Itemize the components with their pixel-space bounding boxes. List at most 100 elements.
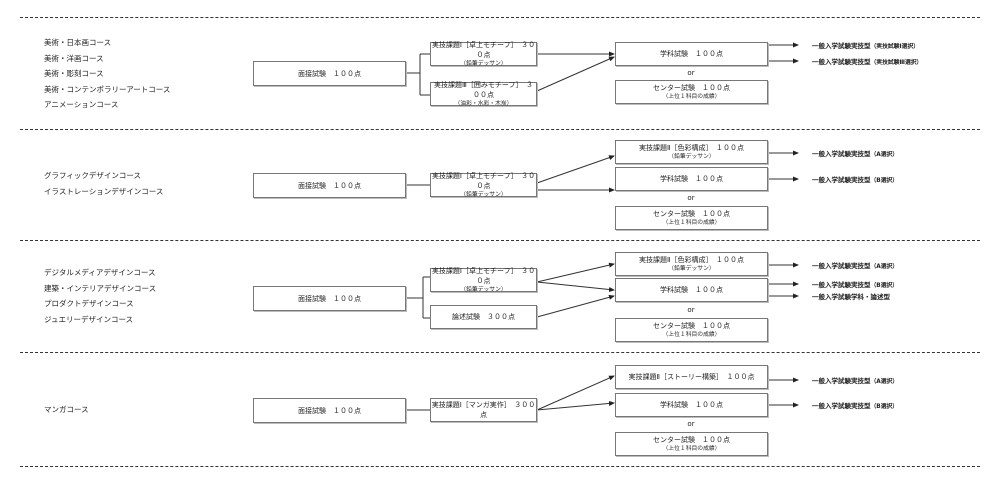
box-title: 実技課題Ⅰ［卓上モチーフ］ ３００点 <box>431 41 536 59</box>
interview-exam-box: 面接試験 １００点 <box>253 286 406 311</box>
center-exam-box: センター試験 １００点 （上位１科目の成績） <box>615 432 768 456</box>
box-title: 学科試験 １００点 <box>660 286 723 294</box>
course-name: ジュエリーデザインコース <box>44 314 134 324</box>
course-list: 美術・日本画コース 美術・洋画コース 美術・彫刻コース 美術・コンテンポラリーア… <box>44 35 170 113</box>
course-name: プロダクトデザインコース <box>44 299 134 308</box>
or-label: or <box>687 194 695 202</box>
result-main: 一般入学試験実技型 <box>812 402 871 410</box>
arrow-stage2-stage3 <box>536 400 615 411</box>
practical-exam-box: 実技課題Ⅱ［色彩構成］ １００点 （鉛筆デッサン） <box>615 252 768 276</box>
result-main: 一般入学試験実技型 <box>812 150 871 158</box>
result-main: 一般入学試験実技型 <box>812 176 871 184</box>
academic-exam-box: 学科試験 １００点 <box>615 393 768 417</box>
result-label: 一般入学試験実技型（B選択） <box>812 279 898 289</box>
box-title: 実技課題Ⅰ［卓上モチーフ］ ３００点 <box>431 172 536 190</box>
result-label: 一般入学試験実技型（A選択） <box>812 260 898 270</box>
section-divider <box>20 352 980 353</box>
arrow-stage2-stage3 <box>536 262 615 283</box>
result-main: 一般入学試験実技型 <box>812 262 871 270</box>
box-title: 面接試験 １００点 <box>298 406 361 415</box>
section-divider <box>20 240 980 241</box>
box-title: 実技課題Ⅰ［マンガ実作］ ３００点 <box>431 401 536 419</box>
course-name: 美術・洋画コース <box>44 53 104 63</box>
result-paren: （A選択） <box>870 152 899 158</box>
course-list: デジタルメディアデザインコース 建築・インテリアデザインコース プロダクトデザイ… <box>44 265 156 327</box>
box-subtitle: （鉛筆デッサン） <box>668 266 715 272</box>
course-name: 美術・彫刻コース <box>44 69 104 78</box>
or-label: or <box>687 306 695 314</box>
course-list: グラフィックデザインコース イラストレーションデザインコース <box>44 168 163 199</box>
course-name: デジタルメディアデザインコース <box>44 268 156 277</box>
box-subtitle: （鉛筆デッサン） <box>668 154 715 160</box>
course-name: イラストレーションデザインコース <box>44 186 164 196</box>
box-subtitle: （上位１科目の成績） <box>662 94 721 100</box>
result-main: 一般入学試験実技型 <box>812 58 871 66</box>
interview-exam-box: 面接試験 １００点 <box>253 398 406 423</box>
or-label: or <box>687 420 695 428</box>
result-main: 一般入学試験実技型 <box>812 377 871 385</box>
box-title: センター試験 １００点 <box>653 322 730 330</box>
connector-interview-stage2 <box>406 276 430 319</box>
section-divider <box>20 129 980 130</box>
box-title: 実技課題Ⅲ［囲みモチーフ］ ３００点 <box>434 81 533 99</box>
section-divider <box>20 17 980 18</box>
arrow-stage2-stage3 <box>536 294 615 318</box>
result-paren: （実技試験Ⅰ選択） <box>870 44 920 50</box>
box-title: センター試験 １００点 <box>653 436 730 444</box>
academic-exam-box: 学科試験 １００点 <box>615 167 768 191</box>
center-exam-box: センター試験 １００点 （上位１科目の成績） <box>615 80 768 104</box>
practical-exam-box: 実技課題Ⅲ［囲みモチーフ］ ３００点 （油彩・水彩・木炭） <box>430 81 537 107</box>
interview-exam-box: 面接試験 １００点 <box>253 173 406 198</box>
box-title: センター試験 １００点 <box>653 84 730 92</box>
result-paren: （B選択） <box>870 283 899 289</box>
essay-exam-box: 論述試験 ３００点 <box>430 305 537 329</box>
result-paren: （A選択） <box>870 264 899 270</box>
course-list: マンガコース <box>44 402 89 418</box>
box-title: 学科試験 １００点 <box>660 401 723 409</box>
box-title: 実技課題Ⅱ［色彩構成］ １００点 <box>639 144 744 152</box>
practical-exam-box: 実技課題Ⅱ［ストーリー構築］ １００点 <box>615 365 768 389</box>
section-divider <box>20 466 980 467</box>
box-subtitle: （上位１科目の成績） <box>662 446 721 452</box>
arrow-stage2-stage3 <box>536 375 615 411</box>
box-title: 学科試験 １００点 <box>660 175 723 183</box>
result-label: 一般入学試験実技型（実技試験Ⅰ選択） <box>812 40 919 50</box>
result-paren: （B選択） <box>870 404 899 410</box>
course-name: マンガコース <box>44 405 89 414</box>
result-label: 一般入学試験実技型（実技試験Ⅲ選択） <box>812 56 922 66</box>
result-label: 一般入学試験実技型（A選択） <box>812 375 898 385</box>
course-name: 建築・インテリアデザインコース <box>44 283 157 293</box>
box-title: 面接試験 １００点 <box>298 294 361 303</box>
result-label: 一般入学試験学科・論述型 <box>812 291 890 301</box>
practical-exam-box: 実技課題Ⅰ［卓上モチーフ］ ３００点 （鉛筆デッサン） <box>430 172 537 198</box>
box-subtitle: （上位１科目の成績） <box>662 220 721 226</box>
academic-exam-box: 学科試験 １００点 <box>615 42 768 66</box>
box-title: 実技課題Ⅱ［ストーリー構築］ １００点 <box>628 373 755 381</box>
box-title: 面接試験 １００点 <box>298 181 361 190</box>
result-label: 一般入学試験実技型（A選択） <box>812 148 898 158</box>
box-subtitle: （油彩・水彩・木炭） <box>454 101 513 107</box>
result-paren: （実技試験Ⅲ選択） <box>870 60 923 66</box>
course-name: グラフィックデザインコース <box>44 171 141 180</box>
course-name: 美術・コンテンポラリーアートコース <box>44 84 171 94</box>
course-name: 美術・日本画コース <box>44 38 112 47</box>
result-main: 一般入学試験学科・論述型 <box>812 293 890 301</box>
practical-exam-box: 実技課題Ⅱ［色彩構成］ １００点 （鉛筆デッサン） <box>615 140 768 164</box>
connector-interview-stage2 <box>406 53 430 96</box>
practical-exam-box: 実技課題Ⅰ［卓上モチーフ］ ３００点 （鉛筆デッサン） <box>430 267 537 293</box>
box-title: 論述試験 ３００点 <box>452 313 515 321</box>
box-title: 実技課題Ⅰ［卓上モチーフ］ ３００点 <box>431 267 536 285</box>
practical-exam-box: 実技課題Ⅰ［卓上モチーフ］ ３００点 （鉛筆デッサン） <box>430 41 537 67</box>
academic-exam-box: 学科試験 １００点 <box>615 278 768 302</box>
practical-exam-box: 実技課題Ⅰ［マンガ実作］ ３００点 <box>430 398 537 422</box>
result-label: 一般入学試験実技型（B選択） <box>812 400 898 410</box>
box-subtitle: （上位１科目の成績） <box>662 332 721 338</box>
center-exam-box: センター試験 １００点 （上位１科目の成績） <box>615 318 768 342</box>
box-title: 面接試験 １００点 <box>298 69 361 78</box>
arrow-stage2-stage3 <box>536 155 615 184</box>
box-subtitle: （鉛筆デッサン） <box>460 287 507 293</box>
arrow-stage2-stage3 <box>536 281 615 292</box>
result-paren: （A選択） <box>870 379 899 385</box>
box-title: 学科試験 １００点 <box>660 50 723 58</box>
interview-exam-box: 面接試験 １００点 <box>253 61 406 86</box>
